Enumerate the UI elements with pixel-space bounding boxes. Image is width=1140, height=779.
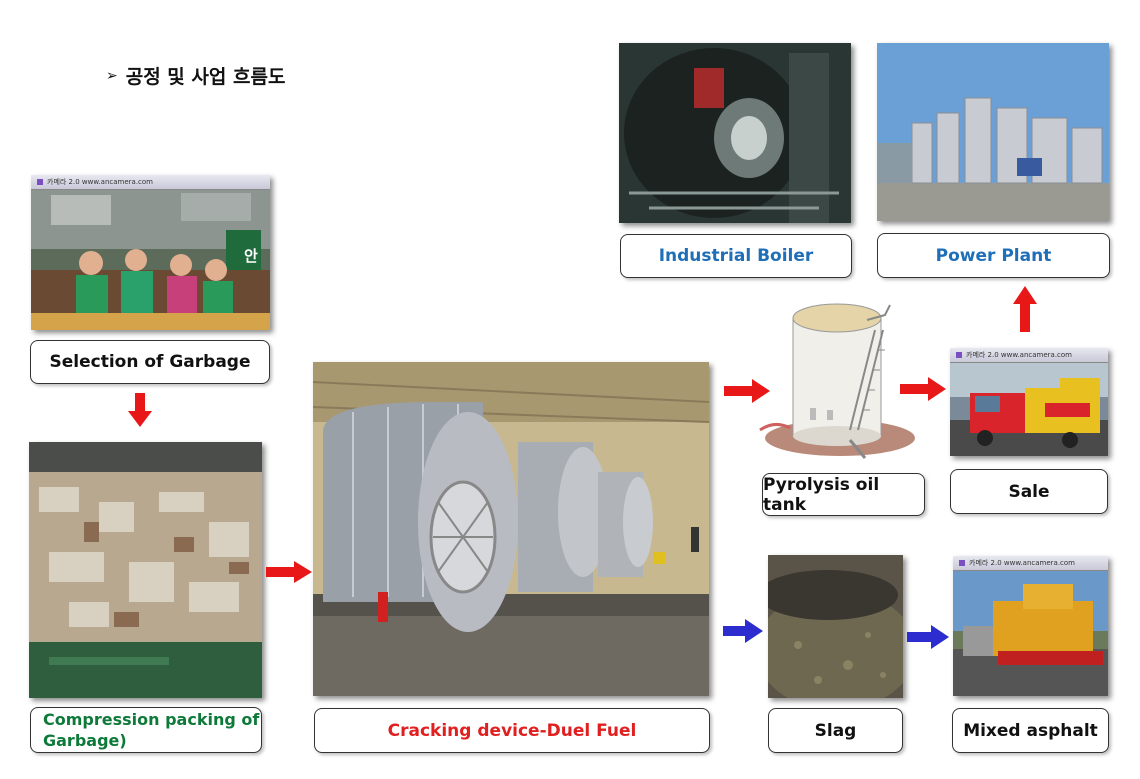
cracking-device-photo [313,362,709,696]
compression-packing-photo [29,442,262,698]
red-flow-arrow-icon [1013,286,1037,332]
compression-photo-art [29,442,262,698]
pyrolysis-oil-tank-illustration [755,290,925,465]
slag-photo-art [768,555,903,698]
blue-flow-arrow-icon [723,619,763,643]
camera-watermark-bar: 카메라 2.0 www.ancamera.com [31,175,270,190]
label-slag: Slag [768,708,903,753]
boiler-photo-art [619,43,851,223]
industrial-boiler-photo [619,43,851,223]
label-industrial-boiler: Industrial Boiler [620,234,852,278]
label-mixed-asphalt: Mixed asphalt [952,708,1109,753]
page-title: 공정 및 사업 흐름도 [125,66,286,88]
cracking-photo-art [313,362,709,696]
blue-flow-arrow-icon [907,625,949,649]
camera-logo-icon [959,560,965,566]
label-sale: Sale [950,469,1108,514]
sale-photo: 카메라 2.0 www.ancamera.com [950,348,1108,456]
camera-watermark-bar-sale: 카메라 2.0 www.ancamera.com [950,348,1108,363]
selection-photo-art [31,175,270,330]
page-heading: ➢ 공정 및 사업 흐름도 [106,62,285,89]
red-flow-arrow-icon [266,561,312,583]
camera-watermark-bar-asphalt: 카메라 2.0 www.ancamera.com [953,556,1108,571]
tank-art [759,303,915,459]
bullet-arrow-icon: ➢ [106,67,118,84]
slag-photo [768,555,903,698]
label-cracking-device: Cracking device-Duel Fuel [314,708,710,753]
mixed-asphalt-photo: 카메라 2.0 www.ancamera.com [953,556,1108,696]
power-plant-photo-art [877,43,1109,221]
camera-logo-icon [956,352,962,358]
sale-photo-art [950,348,1108,456]
red-flow-arrow-icon [724,379,770,403]
label-pyrolysis-oil-tank: Pyrolysis oil tank [762,473,925,516]
red-flow-arrow-icon [900,377,946,401]
label-power-plant: Power Plant [877,233,1110,278]
label-selection-of-garbage: Selection of Garbage [30,340,270,384]
red-flow-arrow-icon [128,393,152,427]
selection-of-garbage-photo: 카메라 2.0 www.ancamera.com 안 [31,175,270,330]
sign-text: 안 [244,247,258,265]
power-plant-photo [877,43,1109,221]
asphalt-photo-art [953,556,1108,696]
camera-logo-icon [37,179,43,185]
label-compression-packing: Compression packing of Garbage) [30,707,262,753]
